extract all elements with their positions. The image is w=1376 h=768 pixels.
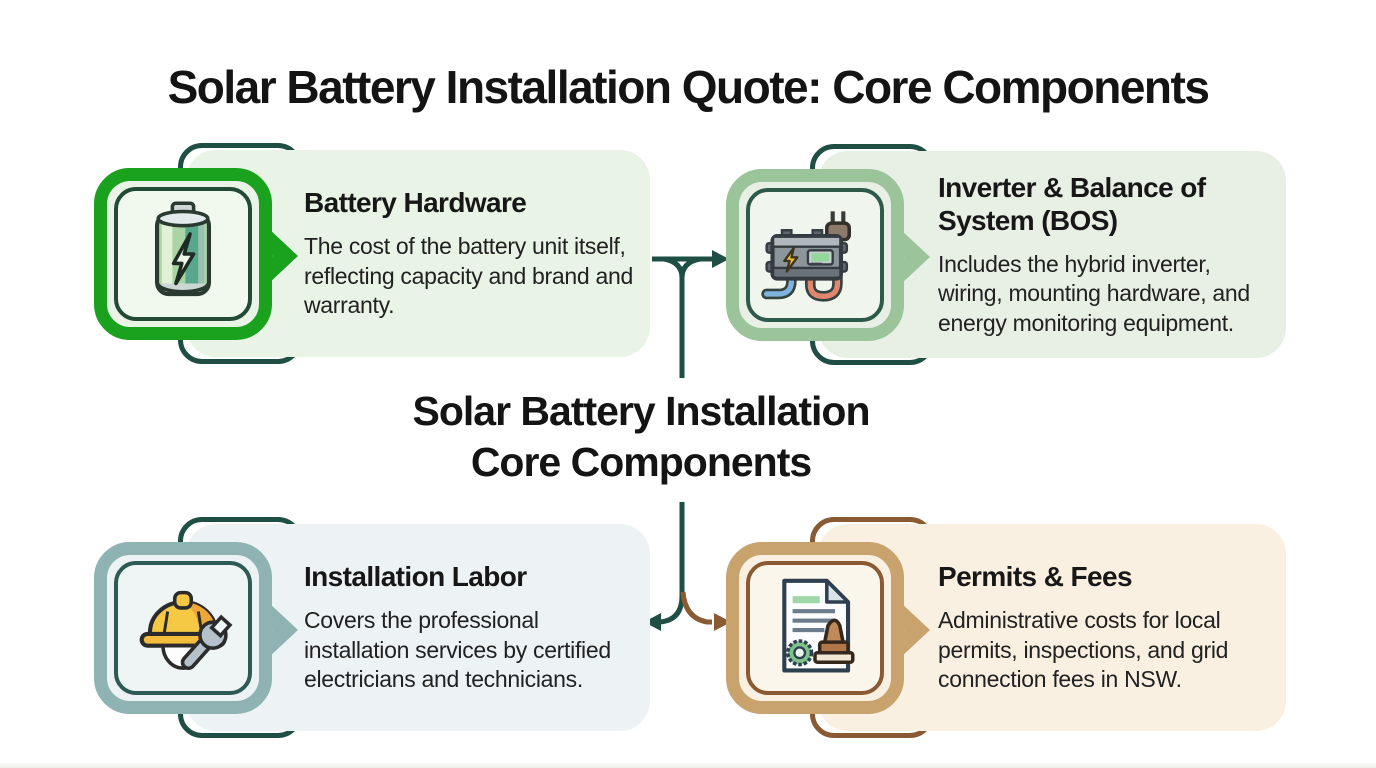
battery-icon [154,201,212,297]
connector-top-branch-down [663,256,685,378]
icon-frame [94,542,272,714]
card-description: Administrative costs for local permits, … [938,607,1229,693]
card-text-block: Inverter & Balance of System (BOS) Inclu… [938,151,1278,358]
document-stamp-icon [782,578,855,673]
card-text-block: Battery Hardware The cost of the battery… [304,150,636,357]
card-description: The cost of the battery unit itself, ref… [304,233,633,319]
card-title: Battery Hardware [304,187,527,219]
card-description: Includes the hybrid inverter, wiring, mo… [938,250,1250,336]
card-text-block: Permits & Fees Administrative costs for … [938,524,1274,731]
center-hub-label: Solar Battery Installation Core Componen… [0,386,1282,488]
card-title: Installation Labor [304,561,527,593]
center-hub-line1: Solar Battery Installation [412,388,870,434]
hardhat-wrench-icon [139,590,233,670]
connector-bottom-left [658,502,685,625]
inverter-icon [761,211,851,302]
icon-frame [726,169,904,341]
card-title: Permits & Fees [938,561,1133,593]
card-text-block: Installation Labor Covers the profession… [304,524,644,731]
icon-frame [726,542,904,714]
icon-frame [94,168,272,340]
connector-bottom-right [680,591,712,625]
bottom-edge-artifact [0,762,1376,768]
page-title: Solar Battery Installation Quote: Core C… [167,61,1210,113]
card-description: Covers the professional installation ser… [304,607,611,693]
wrench-icon [180,614,233,670]
card-title: Inverter & Balance of System (BOS) [938,171,1206,236]
center-hub-line2: Core Components [470,439,812,485]
